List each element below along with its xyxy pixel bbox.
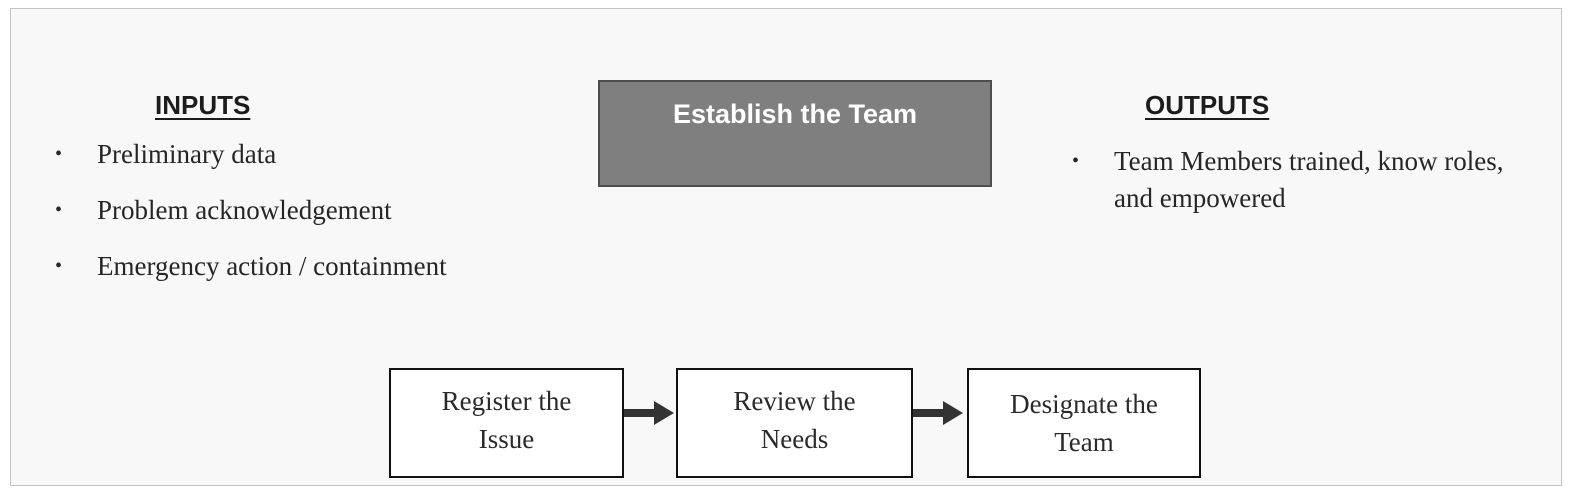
- process-title: Establish the Team: [672, 99, 918, 129]
- input-item-text: Problem acknowledgement: [97, 195, 392, 225]
- input-item: • Problem acknowledgement: [55, 195, 447, 226]
- input-item: • Emergency action / containment: [55, 251, 447, 282]
- right-arrow-icon: [913, 401, 963, 425]
- output-item: • Team Members trained, know roles, and …: [1072, 143, 1522, 217]
- step-label-line: Review the: [733, 386, 856, 416]
- step-label-line: Register the: [441, 386, 572, 416]
- step-label-line: Team: [1054, 427, 1114, 457]
- step-designate-the-team: Designate the Team: [967, 368, 1201, 478]
- input-item: • Preliminary data: [55, 139, 447, 170]
- bullet-icon: •: [55, 199, 63, 221]
- process-title-box: Establish the Team: [598, 80, 992, 187]
- step-review-the-needs: Review the Needs: [676, 368, 913, 478]
- step-label-line: Issue: [478, 424, 535, 454]
- step-label-line: Needs: [760, 424, 829, 454]
- right-arrow-icon: [624, 401, 674, 425]
- step-label-line: Designate the: [1010, 389, 1158, 419]
- input-item-text: Emergency action / containment: [97, 251, 447, 281]
- bullet-icon: •: [55, 255, 63, 277]
- inputs-heading: INPUTS: [155, 90, 251, 120]
- step-register-the-issue: Register the Issue: [389, 368, 624, 478]
- input-item-text: Preliminary data: [97, 139, 277, 169]
- bullet-icon: •: [1072, 150, 1080, 172]
- outputs-heading: OUTPUTS: [1145, 90, 1270, 120]
- outputs-list: • Team Members trained, know roles, and …: [1072, 143, 1522, 217]
- inputs-list: • Preliminary data • Problem acknowledge…: [55, 139, 447, 307]
- bullet-icon: •: [55, 143, 63, 165]
- output-item-text: Team Members trained, know roles, and em…: [1114, 146, 1504, 213]
